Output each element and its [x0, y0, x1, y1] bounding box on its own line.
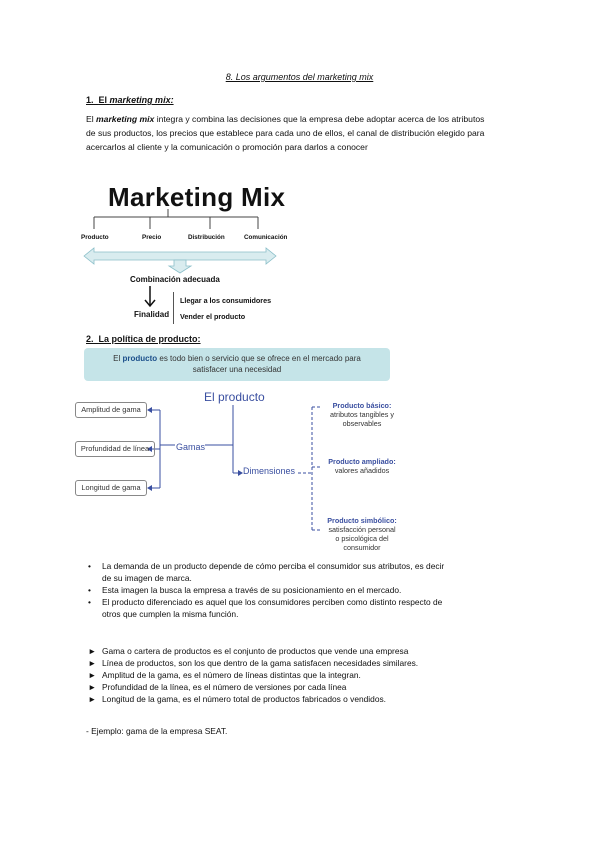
marketing-mix-tree [83, 209, 277, 274]
mm-item-distribucion: Distribución [188, 234, 225, 241]
section-1-paragraph: El marketing mix integra y combina las d… [86, 114, 485, 152]
marketing-mix-title: Marketing Mix [108, 182, 286, 212]
list-item: •El producto diferenciado es aquel que l… [88, 597, 443, 619]
mm-item-producto: Producto [81, 234, 109, 241]
round-bullet-list: •La demanda de un producto depende de có… [88, 560, 502, 620]
gama-box-longitud: Longitud de gama [75, 480, 147, 496]
arrow-bullet-icon: ► [88, 694, 97, 704]
section-2-heading: 2. La política de producto: [86, 334, 201, 344]
arrow-bullet-icon: ► [88, 646, 97, 656]
list-item: ►Amplitud de la gama, es el número de lí… [88, 670, 361, 680]
mm-goal-1: Llegar a los consumidores [180, 296, 272, 305]
product-definition-banner: El producto es todo bien o servicio que … [84, 348, 390, 381]
arrow-bullet-list: ►Gama o cartera de productos es el conju… [88, 645, 502, 705]
dim-basico: Producto básico: atributos tangibles y o… [330, 401, 394, 428]
list-item: ►Longitud de la gama, es el número total… [88, 694, 387, 704]
mm-divider [173, 292, 174, 324]
dim-simbolico: Producto simbólico: satisfacción persona… [327, 516, 397, 552]
arrow-bullet-icon: ► [88, 670, 97, 680]
list-item: •Esta imagen la busca la empresa a travé… [88, 585, 402, 595]
list-item: ►Línea de productos, son los que dentro … [88, 658, 419, 668]
product-root: El producto [204, 390, 265, 404]
list-item: •La demanda de un producto depende de có… [88, 561, 445, 583]
document-title: 8. Los argumentos del marketing mix [225, 72, 374, 82]
mm-item-precio: Precio [142, 234, 162, 241]
mm-combination: Combinación adecuada [130, 275, 220, 284]
gama-box-amplitud: Amplitud de gama [75, 402, 147, 418]
list-item: ►Gama o cartera de productos es el conju… [88, 646, 409, 656]
gama-box-profundidad: Profundidad de línea [75, 441, 155, 457]
mm-item-comunicacion: Comunicación [244, 234, 288, 241]
mm-goal-2: Vender el producto [180, 312, 246, 321]
list-item: ►Profundidad de la línea, es el número d… [88, 682, 347, 692]
arrow-bullet-icon: ► [88, 658, 97, 668]
product-dimensiones: Dimensiones [243, 466, 296, 476]
dim-ampliado: Producto ampliado: valores añadidos [328, 457, 396, 475]
mm-finality: Finalidad [134, 310, 170, 319]
section-1-heading: 1. El marketing mix: [86, 95, 174, 105]
product-gamas: Gamas [176, 442, 206, 452]
example-text: - Ejemplo: gama de la empresa SEAT. [86, 726, 228, 736]
down-arrow-icon [144, 286, 156, 308]
product-diagram-lines [147, 405, 320, 531]
arrow-bullet-icon: ► [88, 682, 97, 692]
